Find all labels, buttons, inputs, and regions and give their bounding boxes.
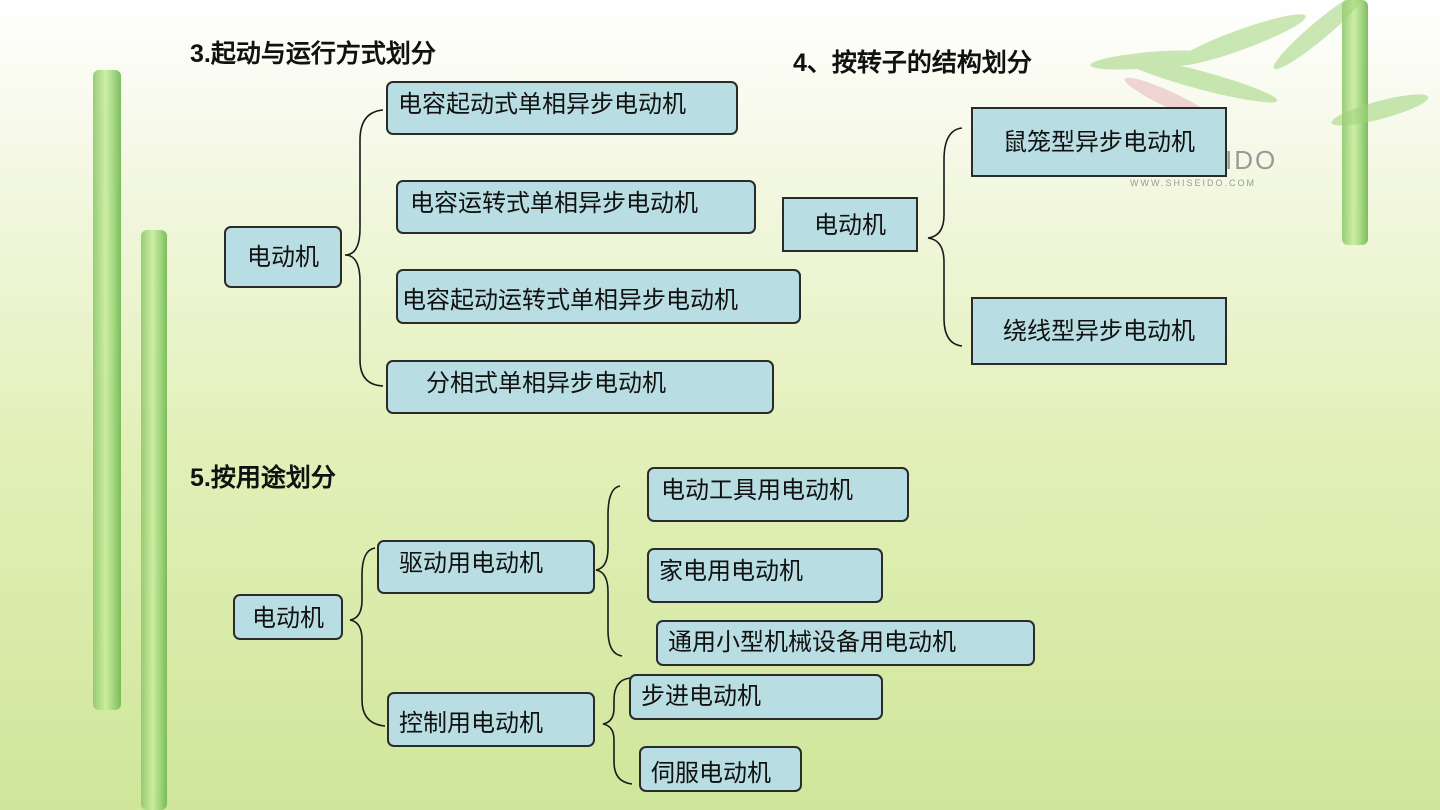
heading-rotor: 4、按转子的结构划分 xyxy=(793,49,1032,77)
drive-node-power-tool: 电动工具用电动机 xyxy=(647,467,909,522)
rotor-node-wound: 绕线型异步电动机 xyxy=(971,297,1227,365)
start-run-node-1: 电容起动式单相异步电动机 xyxy=(386,81,738,135)
start-run-root-node: 电动机 xyxy=(224,226,342,288)
usage-drive-node: 驱动用电动机 xyxy=(377,540,595,594)
start-run-node-4: 分相式单相异步电动机 xyxy=(386,360,774,414)
rotor-node-squirrel-cage: 鼠笼型异步电动机 xyxy=(971,107,1227,177)
heading-usage: 5.按用途划分 xyxy=(190,464,336,492)
usage-control-node: 控制用电动机 xyxy=(387,692,595,747)
bamboo-stalk-left-1 xyxy=(93,70,121,710)
start-run-node-3: 电容起动运转式单相异步电动机 xyxy=(396,269,801,324)
usage-root-node: 电动机 xyxy=(233,594,343,640)
rotor-root-node: 电动机 xyxy=(782,197,918,252)
drive-node-home-appliance: 家电用电动机 xyxy=(647,548,883,603)
control-node-stepper: 步进电动机 xyxy=(629,674,883,720)
heading-start-run: 3.起动与运行方式划分 xyxy=(190,40,436,68)
watermark-url: WWW.SHISEIDO.COM xyxy=(1130,178,1256,188)
control-node-servo: 伺服电动机 xyxy=(639,746,802,792)
drive-node-general-machinery: 通用小型机械设备用电动机 xyxy=(656,620,1035,666)
bamboo-stalk-left-2 xyxy=(141,230,167,810)
start-run-node-2: 电容运转式单相异步电动机 xyxy=(396,180,756,234)
watermark-brand: IDO xyxy=(1225,145,1278,175)
